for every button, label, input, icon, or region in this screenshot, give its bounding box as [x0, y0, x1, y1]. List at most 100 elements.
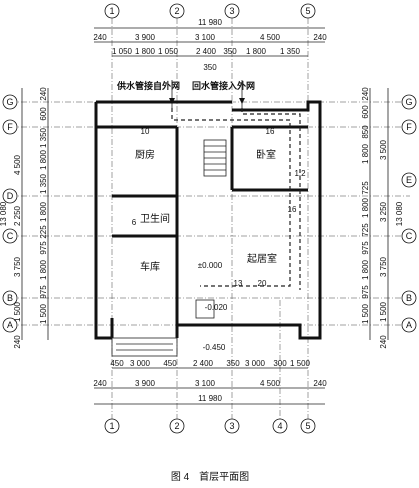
axis-label: 5 — [305, 6, 310, 16]
pipe-labels: 供水管接自外网 回水管接入外网 — [116, 80, 255, 108]
dim-text: 450 — [110, 359, 124, 368]
dim-text: 350 — [223, 47, 237, 56]
axis-label: G — [6, 97, 13, 107]
dim-text: 1 350 — [280, 47, 301, 56]
dim-text: 240 — [313, 33, 327, 42]
dim-text: 3 100 — [195, 379, 216, 388]
dim-text: 3 900 — [135, 379, 156, 388]
return-pipe-label: 回水管接入外网 — [192, 80, 255, 91]
level-floor: ±0.000 — [198, 261, 223, 270]
dim-text: 1 050 — [158, 47, 179, 56]
dim-text: 725 — [361, 181, 370, 195]
axis-label: 3 — [229, 6, 234, 16]
axis-label: 4 — [277, 421, 282, 431]
supply-pipe-label: 供水管接自外网 — [116, 80, 180, 91]
level-outside: -0.450 — [203, 343, 226, 352]
dim-text: 1 350 — [39, 173, 48, 194]
staircase — [203, 139, 227, 177]
room-kitchen: 厨房 — [135, 148, 155, 161]
dim-text: 2 400 — [193, 359, 214, 368]
dim-text: 600 — [39, 107, 48, 121]
dim-text: 1 800 — [361, 197, 370, 218]
top-axis-bubbles: 1 2 3 5 — [104, 3, 316, 19]
axis-label: A — [7, 320, 13, 330]
dim-text: 240 — [39, 87, 48, 101]
axis-label: 1 — [109, 6, 114, 16]
bottom-dimensions: 450 3 000 450 2 400 350 3 000 300 1 500 … — [93, 359, 327, 405]
dim-text: 300 — [273, 359, 287, 368]
right-axis-bubbles: G F E C B A — [401, 94, 417, 333]
pipe-mark: 1.2 — [294, 169, 306, 178]
dim-text: 450 — [163, 359, 177, 368]
axis-label: C — [7, 231, 14, 241]
right-dimensions: 240 600 850 1 800 725 1 800 725 975 1 80… — [361, 87, 404, 349]
axis-label: C — [406, 231, 413, 241]
return-arrow-icon — [239, 98, 245, 104]
dim-text: 3 500 — [379, 139, 388, 160]
dim-text: 240 — [361, 87, 370, 101]
axis-label: G — [405, 97, 412, 107]
bottom-axis-bubbles: 1 2 3 4 5 — [104, 418, 316, 434]
dim-text: 225 — [39, 225, 48, 239]
top-dimensions: 11 980 240 3 900 3 100 4 500 240 1 050 1… — [93, 18, 327, 72]
dim-text: 350 — [203, 63, 217, 72]
dim-text: 4 500 — [260, 33, 281, 42]
dim-text: 11 980 — [198, 394, 222, 403]
dim-text: 1 800 — [39, 259, 48, 280]
dim-text: 1 500 — [361, 303, 370, 324]
dim-text: 240 — [93, 379, 107, 388]
dim-text: 975 — [39, 285, 48, 299]
axis-label: B — [406, 293, 412, 303]
dim-text: 850 — [361, 125, 370, 139]
pipe-mark: 6 — [132, 218, 137, 227]
dim-text: 2 400 — [196, 47, 217, 56]
dim-text: 240 — [379, 335, 388, 349]
left-dimensions: 4 500 2 250 3 750 1 500 240 13 080 240 6… — [0, 87, 49, 349]
dim-text: 1 800 — [39, 201, 48, 222]
room-living: 起居室 — [247, 252, 277, 265]
axis-label: F — [7, 122, 13, 132]
dim-text: 13 080 — [395, 201, 404, 226]
dim-text: 240 — [13, 335, 22, 349]
pipe-mark: 20 — [258, 279, 267, 288]
dim-text: 1 050 — [112, 47, 133, 56]
dim-text: 725 — [361, 223, 370, 237]
pipe-mark: 16 — [288, 205, 297, 214]
axis-label: 2 — [174, 6, 179, 16]
dim-text: 3 750 — [13, 256, 22, 277]
dim-text: 1 500 — [290, 359, 311, 368]
dim-text: 3 750 — [379, 256, 388, 277]
dim-text: 975 — [361, 285, 370, 299]
dim-text: 11 980 — [198, 18, 222, 27]
room-garage: 车库 — [140, 260, 160, 273]
axis-label: A — [406, 320, 412, 330]
dim-text: 3 000 — [245, 359, 266, 368]
dim-text: 1 350 — [39, 127, 48, 148]
entry-steps — [111, 299, 215, 357]
pipe-route — [171, 108, 301, 290]
dim-text: 350 — [226, 359, 240, 368]
pipe-mark: 13 — [234, 279, 243, 288]
dim-text: 975 — [39, 241, 48, 255]
dim-text: 1 800 — [39, 149, 48, 170]
dim-text: 1 500 — [379, 301, 388, 322]
room-bathroom: 卫生间 — [140, 212, 170, 225]
dim-text: 3 100 — [195, 33, 216, 42]
axis-label: B — [7, 293, 13, 303]
dim-text: 1 800 — [361, 259, 370, 280]
dim-text: 975 — [361, 241, 370, 255]
dim-text: 4 500 — [260, 379, 281, 388]
axis-label: 1 — [109, 421, 114, 431]
left-axis-bubbles: G F D C B A — [2, 94, 18, 333]
axis-label: 3 — [229, 421, 234, 431]
axis-label: 2 — [174, 421, 179, 431]
dim-text: 2 250 — [13, 205, 22, 226]
dim-text: 600 — [361, 105, 370, 119]
axis-label: 5 — [305, 421, 310, 431]
pipe-mark: 10 — [141, 127, 150, 136]
axis-label: E — [406, 175, 412, 185]
dim-text: 3 000 — [130, 359, 151, 368]
pipe-mark: 16 — [266, 127, 275, 136]
dim-text: 3 900 — [135, 33, 156, 42]
